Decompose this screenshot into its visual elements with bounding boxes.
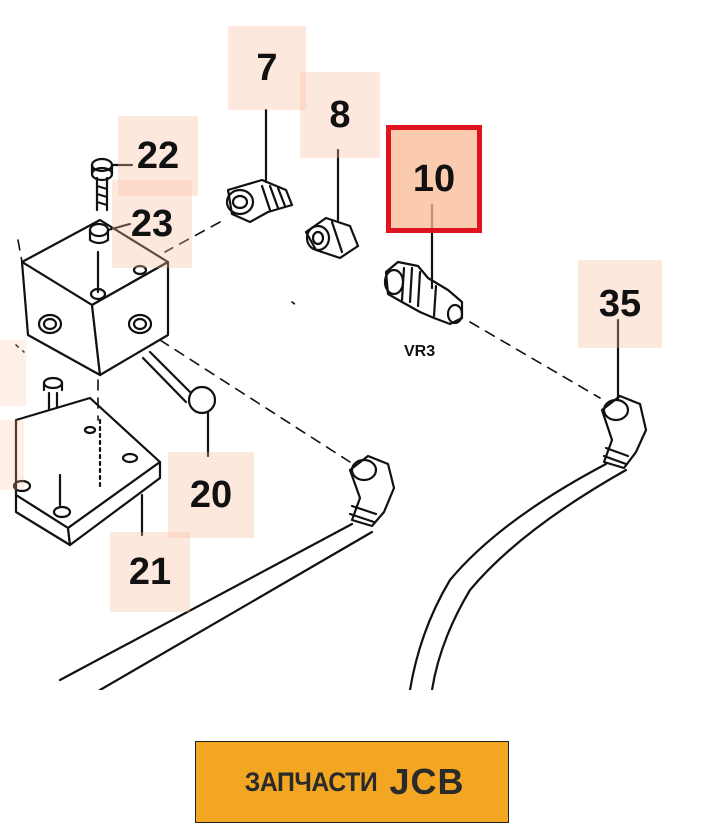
banner-brand-logo: JCB (389, 761, 465, 802)
parts-diagram (12, 108, 648, 690)
callout-20[interactable]: 20 (168, 452, 254, 538)
elbow-fitting-35 (408, 394, 648, 690)
nut-8 (304, 216, 360, 260)
component-code-label: VR3 (404, 343, 436, 360)
callout-35[interactable]: 35 (578, 260, 662, 348)
callout-22[interactable]: 22 (118, 116, 198, 196)
banner-text-ru: ЗАПЧАСТИ (245, 766, 378, 797)
callout-7[interactable]: 7 (228, 26, 306, 110)
callout-21[interactable]: 21 (110, 532, 190, 612)
valve-10 (383, 260, 464, 326)
ball-knob-20 (141, 350, 217, 415)
callout-23[interactable]: 23 (112, 180, 192, 268)
valve-block (20, 218, 170, 377)
jcb-parts-banner[interactable]: ЗАПЧАСТИ JCB (195, 741, 509, 823)
callout-partial-left-1 (0, 340, 26, 406)
elbow-fitting-7 (225, 178, 294, 224)
callout-partial-left-2 (0, 420, 24, 490)
bolt-22 (90, 157, 134, 212)
callout-10[interactable]: 10 (386, 125, 482, 233)
elbow-hose-fitting (58, 454, 396, 690)
mounting-plate-21 (12, 396, 162, 547)
callout-8[interactable]: 8 (300, 72, 380, 158)
nut-23 (88, 222, 132, 245)
